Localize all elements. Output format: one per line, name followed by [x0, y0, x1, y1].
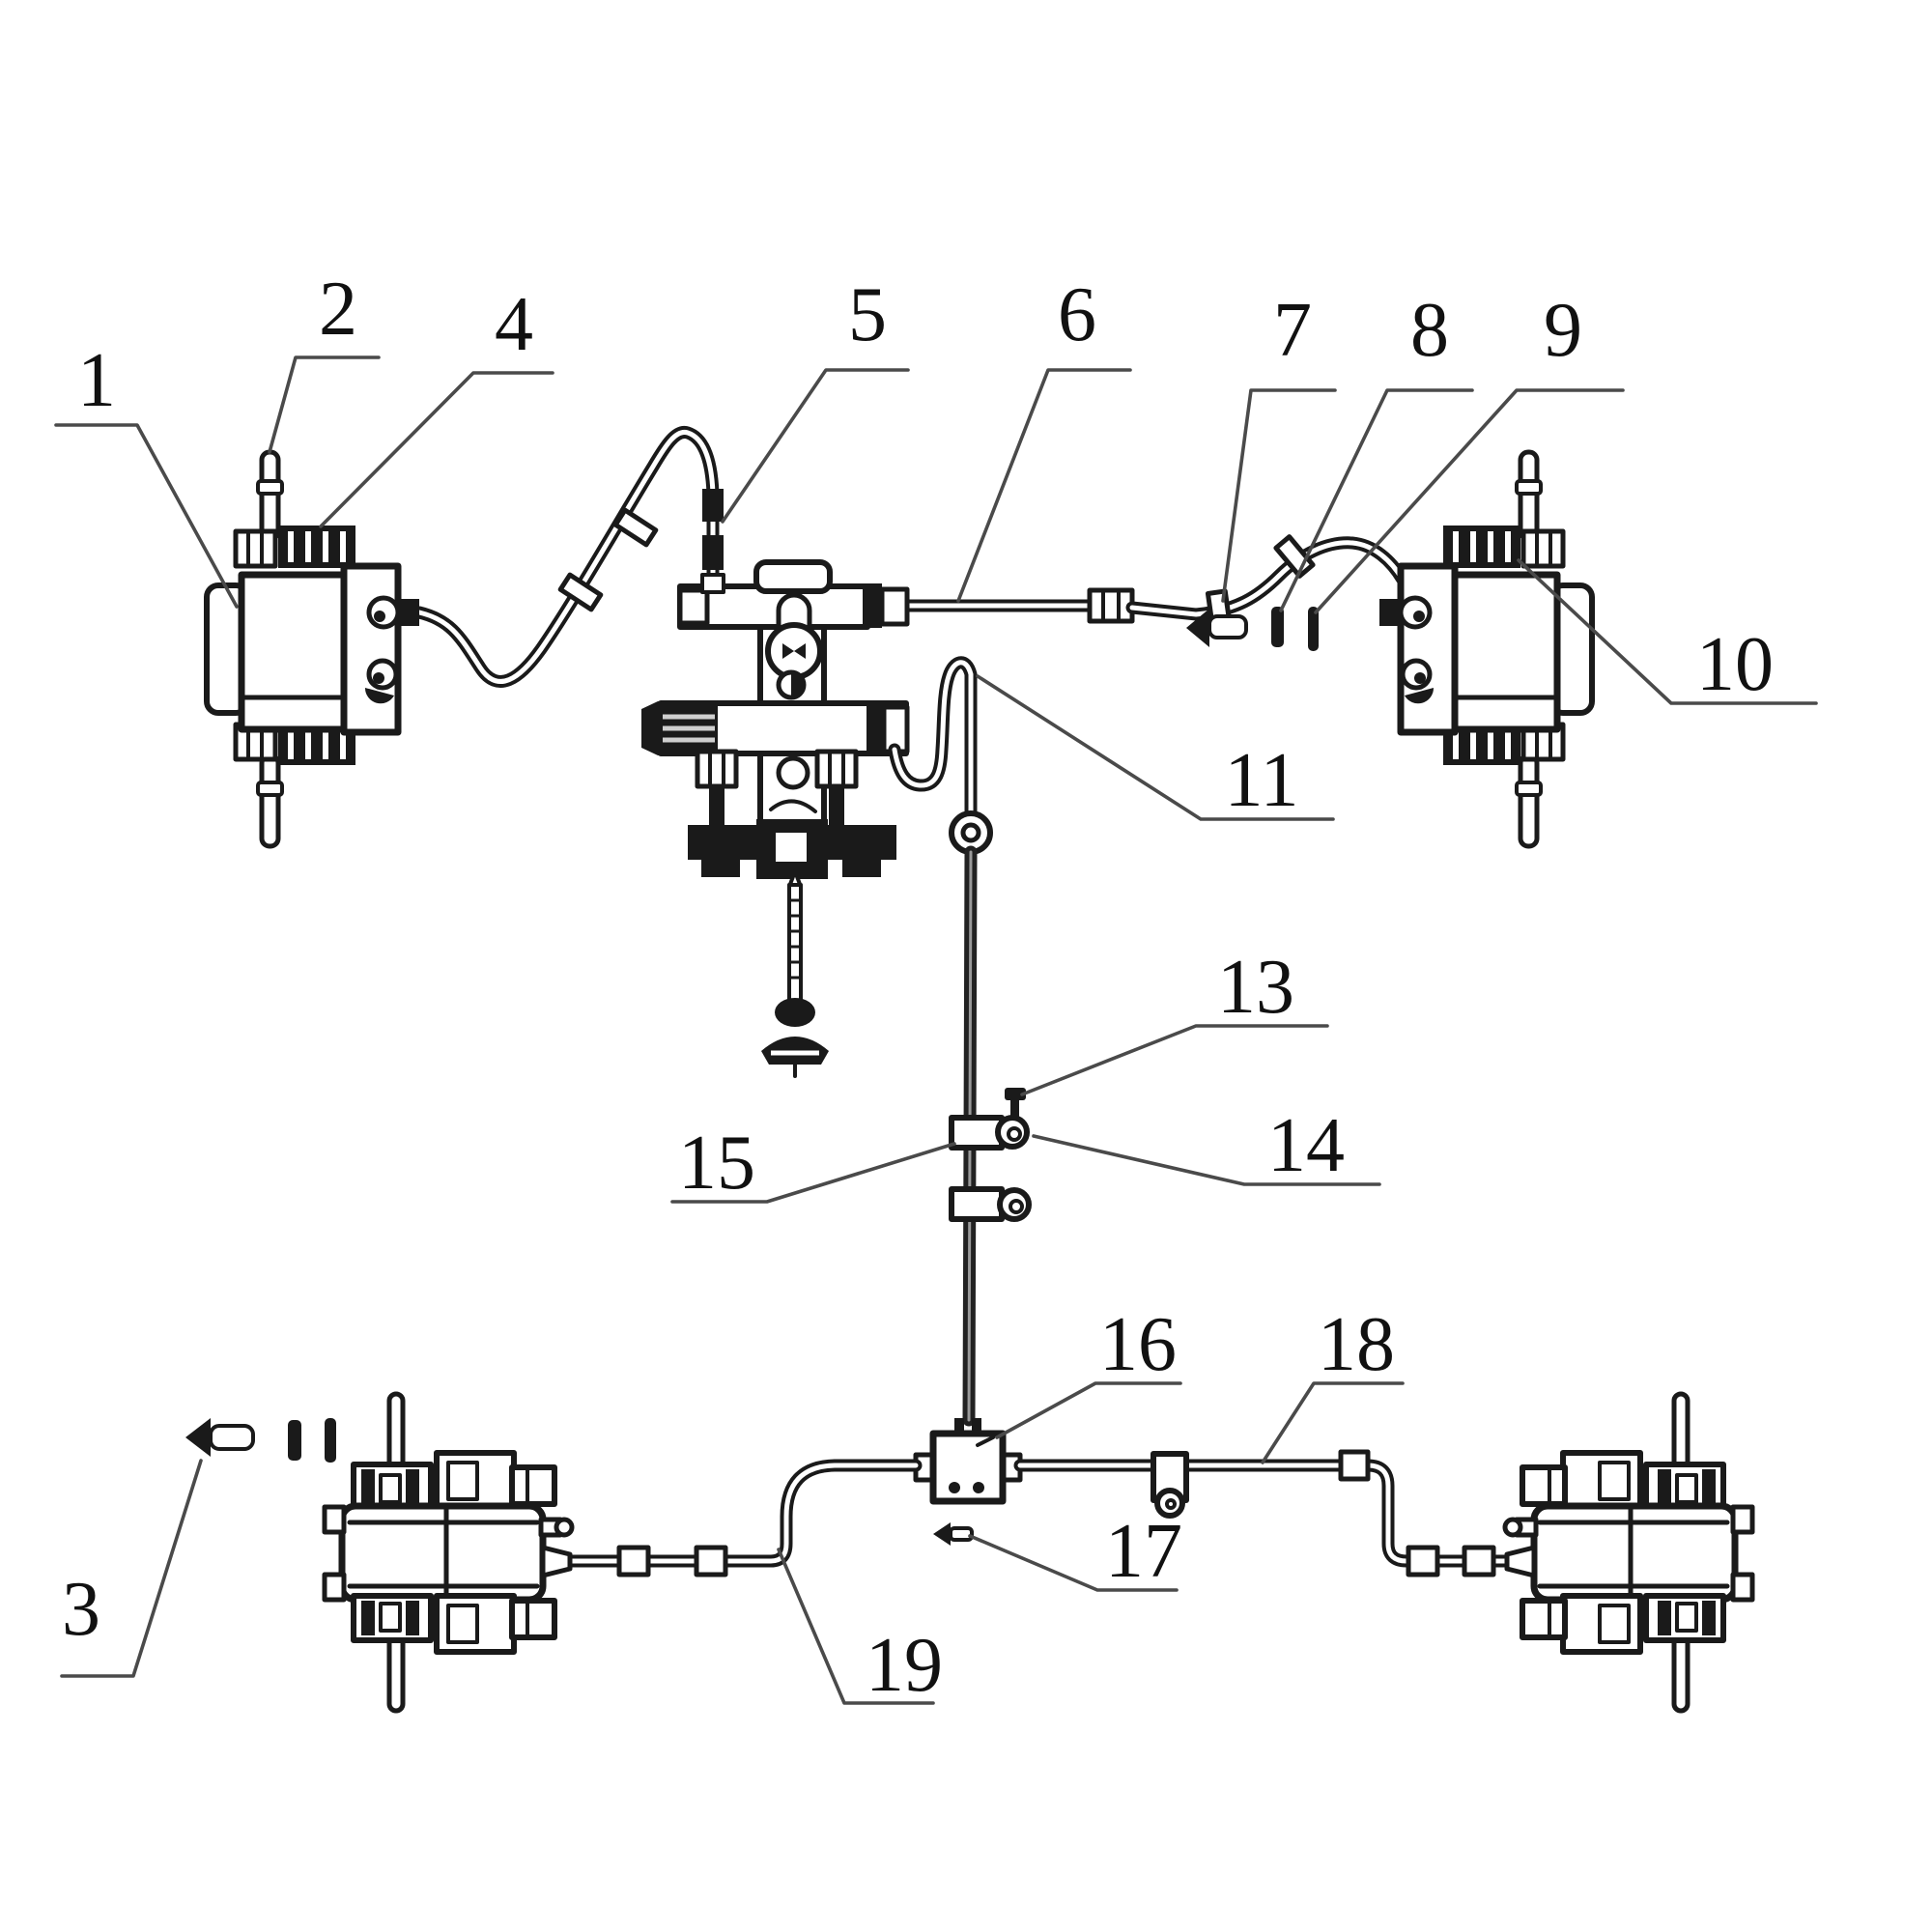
- callout-11: 11: [976, 674, 1335, 823]
- callout-leader-9: [1314, 388, 1625, 614]
- rear-left-caliper: [325, 1394, 572, 1711]
- part-number-3: 3: [62, 1567, 100, 1652]
- rear-right-line: [1013, 1449, 1518, 1577]
- part-number-11: 11: [1224, 738, 1298, 823]
- callout-2: 2: [268, 267, 381, 454]
- rear-left-line: [563, 1459, 923, 1577]
- callout-leader-6: [956, 368, 1132, 603]
- callout-6: 6: [956, 272, 1132, 603]
- part-number-6: 6: [1058, 272, 1096, 357]
- callout-19: 19: [777, 1548, 943, 1708]
- front-fastener-set: [1186, 607, 1319, 651]
- part-number-14: 14: [1267, 1103, 1345, 1188]
- callout-leader-16: [995, 1381, 1182, 1439]
- callout-4: 4: [319, 282, 554, 528]
- callout-leader-18: [1261, 1381, 1405, 1464]
- rear-main-line: [888, 656, 993, 1427]
- part-number-16: 16: [1099, 1302, 1177, 1387]
- front-right-brake-line: [899, 534, 1419, 633]
- callout-leader-7: [1221, 388, 1337, 603]
- part-number-4: 4: [495, 282, 533, 367]
- part-number-10: 10: [1696, 622, 1774, 707]
- callout-14: 14: [1032, 1103, 1381, 1188]
- part-number-9: 9: [1544, 288, 1582, 373]
- callout-leader-5: [721, 368, 910, 524]
- part-number-19: 19: [866, 1623, 943, 1708]
- part-number-8: 8: [1410, 288, 1449, 373]
- bleed-screw: [761, 869, 829, 1078]
- part-number-17: 17: [1105, 1509, 1182, 1594]
- part-number-18: 18: [1318, 1302, 1395, 1387]
- callout-leader-19: [777, 1548, 935, 1705]
- junction-bolt: [933, 1522, 974, 1546]
- part-number-5: 5: [848, 272, 887, 357]
- callout-13: 13: [1020, 945, 1329, 1096]
- part-number-2: 2: [319, 267, 357, 352]
- part-number-15: 15: [678, 1121, 755, 1206]
- callout-leader-11: [976, 674, 1335, 821]
- callout-7: 7: [1221, 288, 1337, 603]
- callout-leader-4: [319, 371, 554, 528]
- callout-3: 3: [60, 1459, 203, 1678]
- callout-leader-2: [268, 355, 381, 454]
- part-number-1: 1: [77, 338, 116, 423]
- callout-leader-17: [968, 1534, 1179, 1592]
- callout-leader-10: [1517, 558, 1818, 705]
- line-clamps: [949, 1088, 1032, 1222]
- callout-8: 8: [1279, 288, 1474, 612]
- callout-9: 9: [1314, 288, 1625, 614]
- callout-16: 16: [995, 1302, 1182, 1439]
- rear-right-caliper: [1505, 1394, 1752, 1711]
- callout-10: 10: [1517, 558, 1818, 707]
- callout-5: 5: [721, 272, 910, 524]
- rear-fastener-set: [185, 1418, 336, 1463]
- callout-18: 18: [1261, 1302, 1405, 1464]
- callouts-layer: 1 2 3 4 5 6 7 8 9 10 11 13 14 15 16 17 18 19: [54, 267, 1818, 1708]
- distribution-valve: [641, 559, 910, 879]
- callout-leader-8: [1279, 388, 1474, 612]
- part-number-7: 7: [1273, 288, 1312, 373]
- callout-15: 15: [670, 1121, 956, 1206]
- callout-leader-3: [60, 1459, 203, 1678]
- front-right-caliper: [1379, 452, 1592, 846]
- callout-leader-15: [670, 1142, 956, 1204]
- callout-1: 1: [54, 338, 239, 609]
- callout-17: 17: [968, 1509, 1182, 1594]
- part-number-13: 13: [1217, 945, 1294, 1030]
- front-left-brake-hose: [412, 426, 724, 688]
- front-left-caliper: [207, 452, 419, 846]
- junction-block: [913, 1418, 1023, 1505]
- callout-leader-13: [1020, 1024, 1329, 1096]
- callout-leader-14: [1032, 1134, 1381, 1186]
- callout-leader-1: [54, 423, 239, 609]
